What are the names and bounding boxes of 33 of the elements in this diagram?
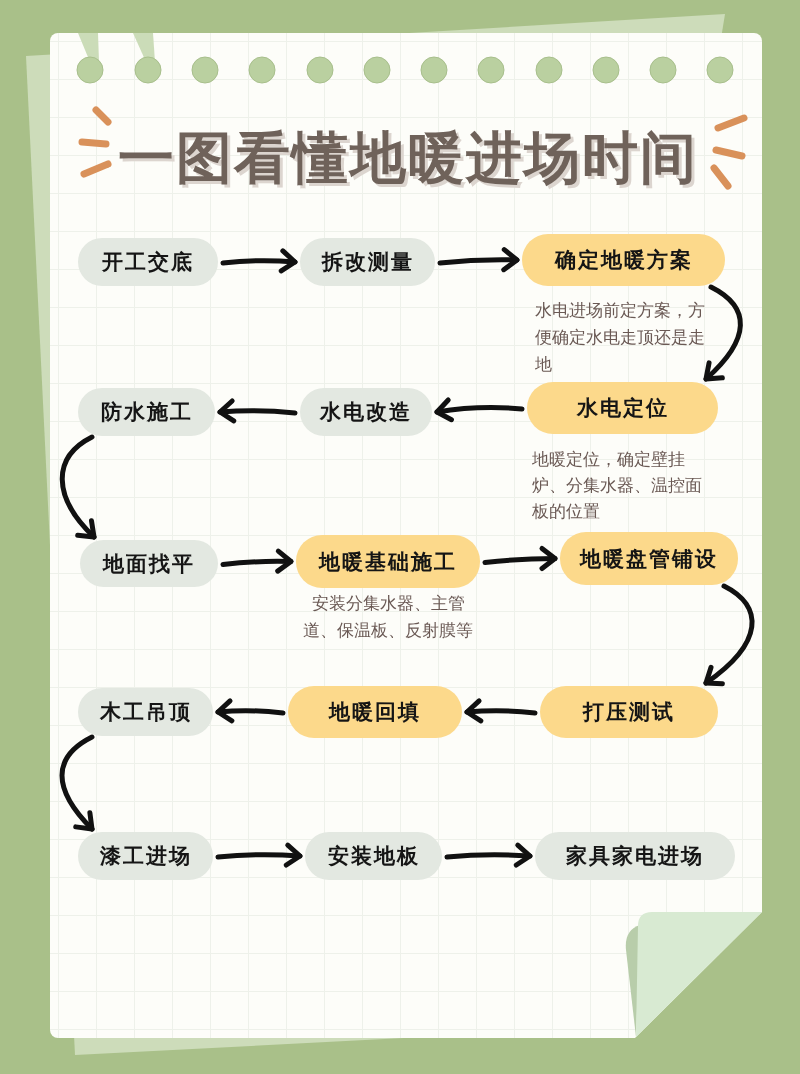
step-pill: 开工交底 [78,238,218,286]
step-pill: 地暖基础施工 [296,535,480,588]
arrow [59,434,97,540]
step-pill: 家具家电进场 [535,832,735,880]
step-note: 安装分集水器、主管道、保温板、反射膜等 [302,592,474,642]
arrow [434,397,525,423]
arrow [482,546,558,572]
arrow [437,247,520,273]
arrow [220,248,298,274]
step-pill: 水电定位 [527,382,718,434]
arrow [464,698,538,724]
step-pill: 漆工进场 [78,832,213,880]
step-pill: 打压测试 [540,686,718,738]
arrow [703,583,755,686]
step-pill: 确定地暖方案 [522,234,725,286]
step-note: 水电进场前定方案，方便确定水电走顶还是走地 [535,299,706,376]
arrow [215,842,303,868]
arrow [215,698,286,724]
step-note: 地暖定位，确定壁挂炉、分集水器、温控面板的位置 [532,448,703,523]
step-pill: 木工吊顶 [78,688,213,736]
step-pill: 安装地板 [305,832,442,880]
step-pill: 拆改测量 [300,238,435,286]
arrow [703,284,743,382]
step-pill: 防水施工 [78,388,215,436]
step-pill: 水电改造 [300,388,432,436]
arrow [444,842,533,868]
arrow [217,398,298,424]
arrow [59,734,95,832]
title: 一图看懂地暖进场时间 [118,126,698,190]
arrow [220,548,294,574]
step-pill: 地暖回填 [288,686,462,738]
step-pill: 地暖盘管铺设 [560,532,738,585]
step-pill: 地面找平 [80,540,218,587]
